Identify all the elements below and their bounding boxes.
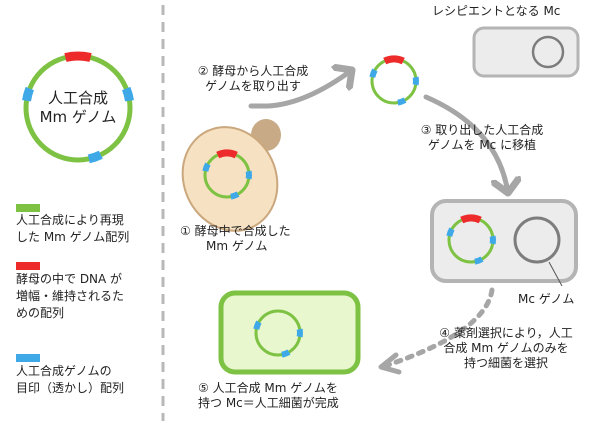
final-plasmid-blue-segment [281, 349, 291, 358]
step3-label: ③ 取り出した人工合成 ゲノムを Mc に移植 [412, 123, 552, 153]
legend-plasmid-blue-segment [87, 150, 103, 164]
arrow-step2 [248, 70, 352, 109]
mc-genome-circle [531, 35, 565, 69]
arrow-step4 [382, 287, 495, 369]
legend-swatch-blue [16, 354, 40, 362]
step1-label: ① 酵母中で合成した Mm ゲノム [180, 224, 291, 254]
step4-line1: ④ 薬剤選択により，人工 [439, 326, 573, 340]
step2-line1: ② 酵母から人工合成 [197, 64, 309, 78]
legend-blue-line1: 人工合成ゲノムの [16, 364, 112, 378]
step3-line1: ③ 取り出した人工合成 [420, 123, 544, 137]
legend-red-line1: 酵母の中で DNA が [16, 272, 123, 286]
yeast-plasmid-blue-segment [230, 191, 240, 200]
transplant-plasmid-blue-segment [474, 256, 484, 265]
transplant-plasmid-blue-segment [446, 227, 455, 237]
legend-plasmid-blue-segment [22, 86, 35, 102]
step5-line2: 持つ Mc＝人工細菌が完成 [198, 396, 339, 410]
legend-red-line2: 増幅・維持されるた [16, 289, 125, 303]
mc-genome-circle [513, 216, 561, 264]
final-plasmid-blue-segment [253, 320, 262, 330]
legend-green-line1: 人工合成により再現 [16, 213, 124, 227]
legend-green-line2: した Mm ゲノム配列 [16, 230, 130, 244]
arrow-step4-head [378, 352, 402, 375]
legend-blue-line2: 目印（透かし）配列 [16, 381, 125, 395]
mc-genome-pointer-line [548, 261, 563, 287]
transplant-plasmid-red-segment [460, 214, 482, 224]
yeast-body [181, 126, 279, 232]
extracted-plasmid-red-segment [383, 55, 405, 65]
recipient-label: レシピエントとなる Mc [432, 4, 561, 18]
step5-label: ⑤ 人工合成 Mm ゲノムを 持つ Mc＝人工細菌が完成 [198, 381, 339, 411]
step1-line2: Mm ゲノム [206, 239, 268, 253]
legend-text-blue: 人工合成ゲノムの 目印（透かし）配列 [16, 363, 124, 397]
legend-genome-label: 人工合成 Mm ゲノム [38, 89, 118, 127]
legend-text-red: 酵母の中で DNA が 増幅・維持されるた めの配列 [16, 271, 124, 322]
mc-genome-label: Mc ゲノム [518, 292, 575, 306]
transplant-cell [430, 199, 578, 283]
step2-label: ② 酵母から人工合成 ゲノムを取り出す [192, 64, 314, 94]
yeast-cell [181, 119, 281, 232]
yeast-plasmid-red-segment [216, 149, 238, 159]
legend-swatch-red [16, 262, 40, 270]
legend-text-green: 人工合成により再現 した Mm ゲノム配列 [16, 212, 129, 246]
step1-line1: ① 酵母中で合成した [180, 224, 291, 238]
legend-swatch-green [16, 204, 40, 212]
step4-line2: 合成 Mm ゲノムのみを [443, 341, 569, 355]
extracted-plasmid-blue-segment [369, 68, 378, 78]
extracted-plasmid-blue-segment [397, 97, 407, 106]
step2-line2: ゲノムを取り出す [205, 79, 301, 93]
recipient-mc-cell [472, 26, 580, 78]
extracted-plasmid [369, 55, 420, 106]
legend-genome-line2: Mm ゲノム [39, 108, 117, 126]
yeast-plasmid-blue-segment [202, 162, 211, 172]
step5-line1: ⑤ 人工合成 Mm ゲノムを [198, 381, 338, 395]
legend-plasmid-red-segment [64, 51, 92, 62]
step4-line3: 持つ細菌を選択 [463, 356, 548, 370]
step3-line2: ゲノムを Mc に移植 [427, 138, 537, 152]
step4-label: ④ 薬剤選択により，人工 合成 Mm ゲノムのみを 持つ細菌を選択 [424, 326, 588, 371]
artificial-bacterium [218, 290, 361, 375]
legend-plasmid-blue-segment [121, 86, 134, 102]
legend-genome-line1: 人工合成 [47, 89, 108, 107]
legend-plasmid [22, 51, 134, 164]
arrow-step3 [423, 94, 508, 193]
legend-red-line3: めの配列 [16, 306, 65, 320]
